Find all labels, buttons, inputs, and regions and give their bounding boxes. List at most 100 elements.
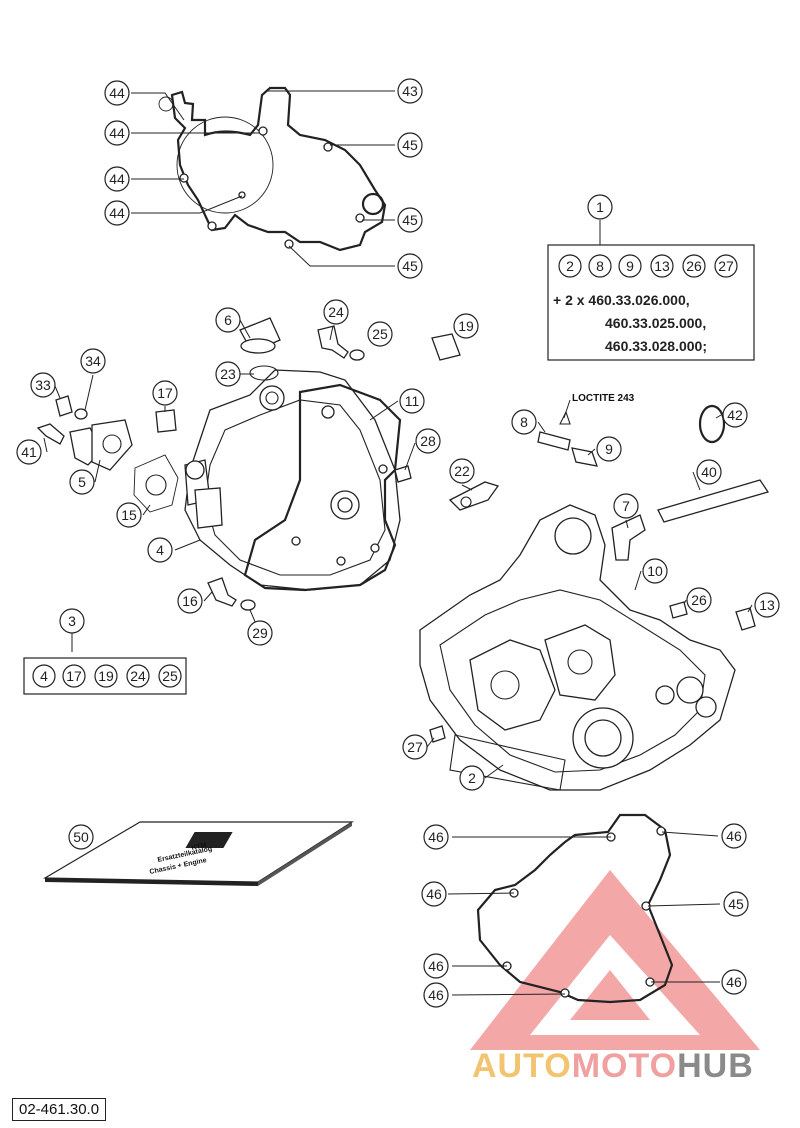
callout-label: 41	[21, 444, 37, 460]
group-1-line: + 2 x 460.33.026.000,	[553, 292, 690, 308]
callout-label: 44	[109, 125, 125, 141]
callout-44: 44	[104, 166, 130, 192]
callout-label: 27	[407, 739, 423, 755]
callout-2: 2	[459, 765, 485, 791]
callout-44: 44	[104, 120, 130, 146]
callout-label: 45	[402, 258, 418, 274]
callout-label: 8	[520, 414, 528, 430]
callout-45: 45	[723, 891, 749, 917]
callout-label: 24	[328, 304, 344, 320]
watermark-triangle	[470, 870, 760, 1050]
callout-46: 46	[423, 982, 449, 1008]
callout-43: 43	[397, 78, 423, 104]
callout-46: 46	[421, 881, 447, 907]
callout-group-3: 3	[59, 608, 85, 634]
callout-label: 45	[728, 896, 744, 912]
callout-label: 11	[405, 393, 420, 409]
watermark-moto: MOTO	[572, 1047, 677, 1085]
callout-44: 44	[104, 80, 130, 106]
callout-label: 17	[157, 385, 173, 401]
callout-label: 33	[35, 377, 51, 393]
callout-label: 23	[220, 366, 236, 382]
callout-label: 10	[647, 563, 663, 579]
manual-booklet: KTM Ersatzteilkatalog Chassis + Engine	[42, 821, 355, 886]
callout-5: 5	[69, 469, 95, 495]
callout-label: 13	[759, 597, 775, 613]
callout-10: 10	[642, 558, 668, 584]
watermark-hub: HUB	[677, 1047, 754, 1085]
group-3-item: 17	[66, 668, 82, 684]
callout-label: 45	[402, 137, 418, 153]
callout-33: 33	[30, 372, 56, 398]
callout-label: 25	[372, 326, 388, 342]
callout-27: 27	[402, 734, 428, 760]
callout-label: 46	[428, 829, 444, 845]
group-3-item: 25	[162, 668, 178, 684]
callout-label: 4	[156, 542, 164, 558]
callout-11: 11	[399, 388, 425, 414]
callout-44: 44	[104, 200, 130, 226]
callout-41: 41	[16, 439, 42, 465]
callout-34: 34	[80, 348, 106, 374]
callout-label: 9	[605, 441, 613, 457]
callout-46: 46	[721, 969, 747, 995]
callout-label: 28	[420, 433, 436, 449]
callout-22: 22	[449, 458, 475, 484]
callout-label: 5	[78, 474, 86, 490]
callout-label: 6	[224, 312, 232, 328]
callout-29: 29	[247, 620, 273, 646]
callout-24: 24	[323, 299, 349, 325]
callout-7: 7	[613, 493, 639, 519]
svg-text:3: 3	[68, 613, 76, 629]
callout-label: 19	[458, 318, 474, 334]
svg-text:50: 50	[73, 829, 89, 845]
callout-label: 46	[726, 828, 742, 844]
callout-label: 45	[402, 212, 418, 228]
group-1-item: 2	[566, 258, 574, 274]
callout-label: 46	[428, 987, 444, 1003]
callout-40: 40	[696, 459, 722, 485]
group-1-line: 460.33.025.000,	[605, 315, 706, 331]
callout-45: 45	[397, 253, 423, 279]
callout-46: 46	[721, 823, 747, 849]
clutch-cover	[184, 369, 401, 591]
watermark-text: AUTOMOTOHUB	[472, 1047, 754, 1085]
callout-45: 45	[397, 132, 423, 158]
callout-label: 29	[252, 625, 268, 641]
callout-label: 44	[109, 85, 125, 101]
callout-label: 44	[109, 205, 125, 221]
group-3-item: 19	[98, 668, 114, 684]
group-1-item: 9	[626, 258, 634, 274]
callout-label: 44	[109, 171, 125, 187]
callout-label: 26	[691, 592, 707, 608]
watermark: AUTOMOTOHUB	[470, 870, 760, 1085]
group-1-item: 26	[686, 258, 702, 274]
kit-group-1: 1 2 8 9 13 26 27 + 2 x 460.33.026.000, 4…	[547, 194, 755, 361]
loctite-note: LOCTITE 243	[572, 393, 635, 404]
callout-label: 22	[454, 463, 470, 479]
callout-label: 46	[726, 974, 742, 990]
callout-label: 46	[426, 886, 442, 902]
callout-6: 6	[215, 307, 241, 333]
callout-label: 16	[182, 593, 198, 609]
callout-4: 4	[147, 537, 173, 563]
leader-lines	[43, 90, 753, 996]
ignition-cover-gasket	[158, 86, 387, 252]
manual-logo	[185, 832, 233, 848]
callout-label: 40	[701, 464, 717, 480]
callout-8: 8	[511, 409, 537, 435]
callout-group-1: 1	[587, 194, 613, 220]
callout-manual: 50	[68, 824, 94, 850]
group-1-item: 13	[654, 258, 670, 274]
crankcase	[419, 504, 736, 791]
callout-26: 26	[686, 587, 712, 613]
group-3-item: 24	[130, 668, 146, 684]
callout-label: 43	[402, 83, 418, 99]
callout-label: 34	[85, 353, 101, 369]
callout-25: 25	[367, 321, 393, 347]
callout-13: 13	[754, 592, 780, 618]
kit-group-3: 3 4 17 19 24 25	[23, 608, 187, 695]
callout-46: 46	[423, 824, 449, 850]
